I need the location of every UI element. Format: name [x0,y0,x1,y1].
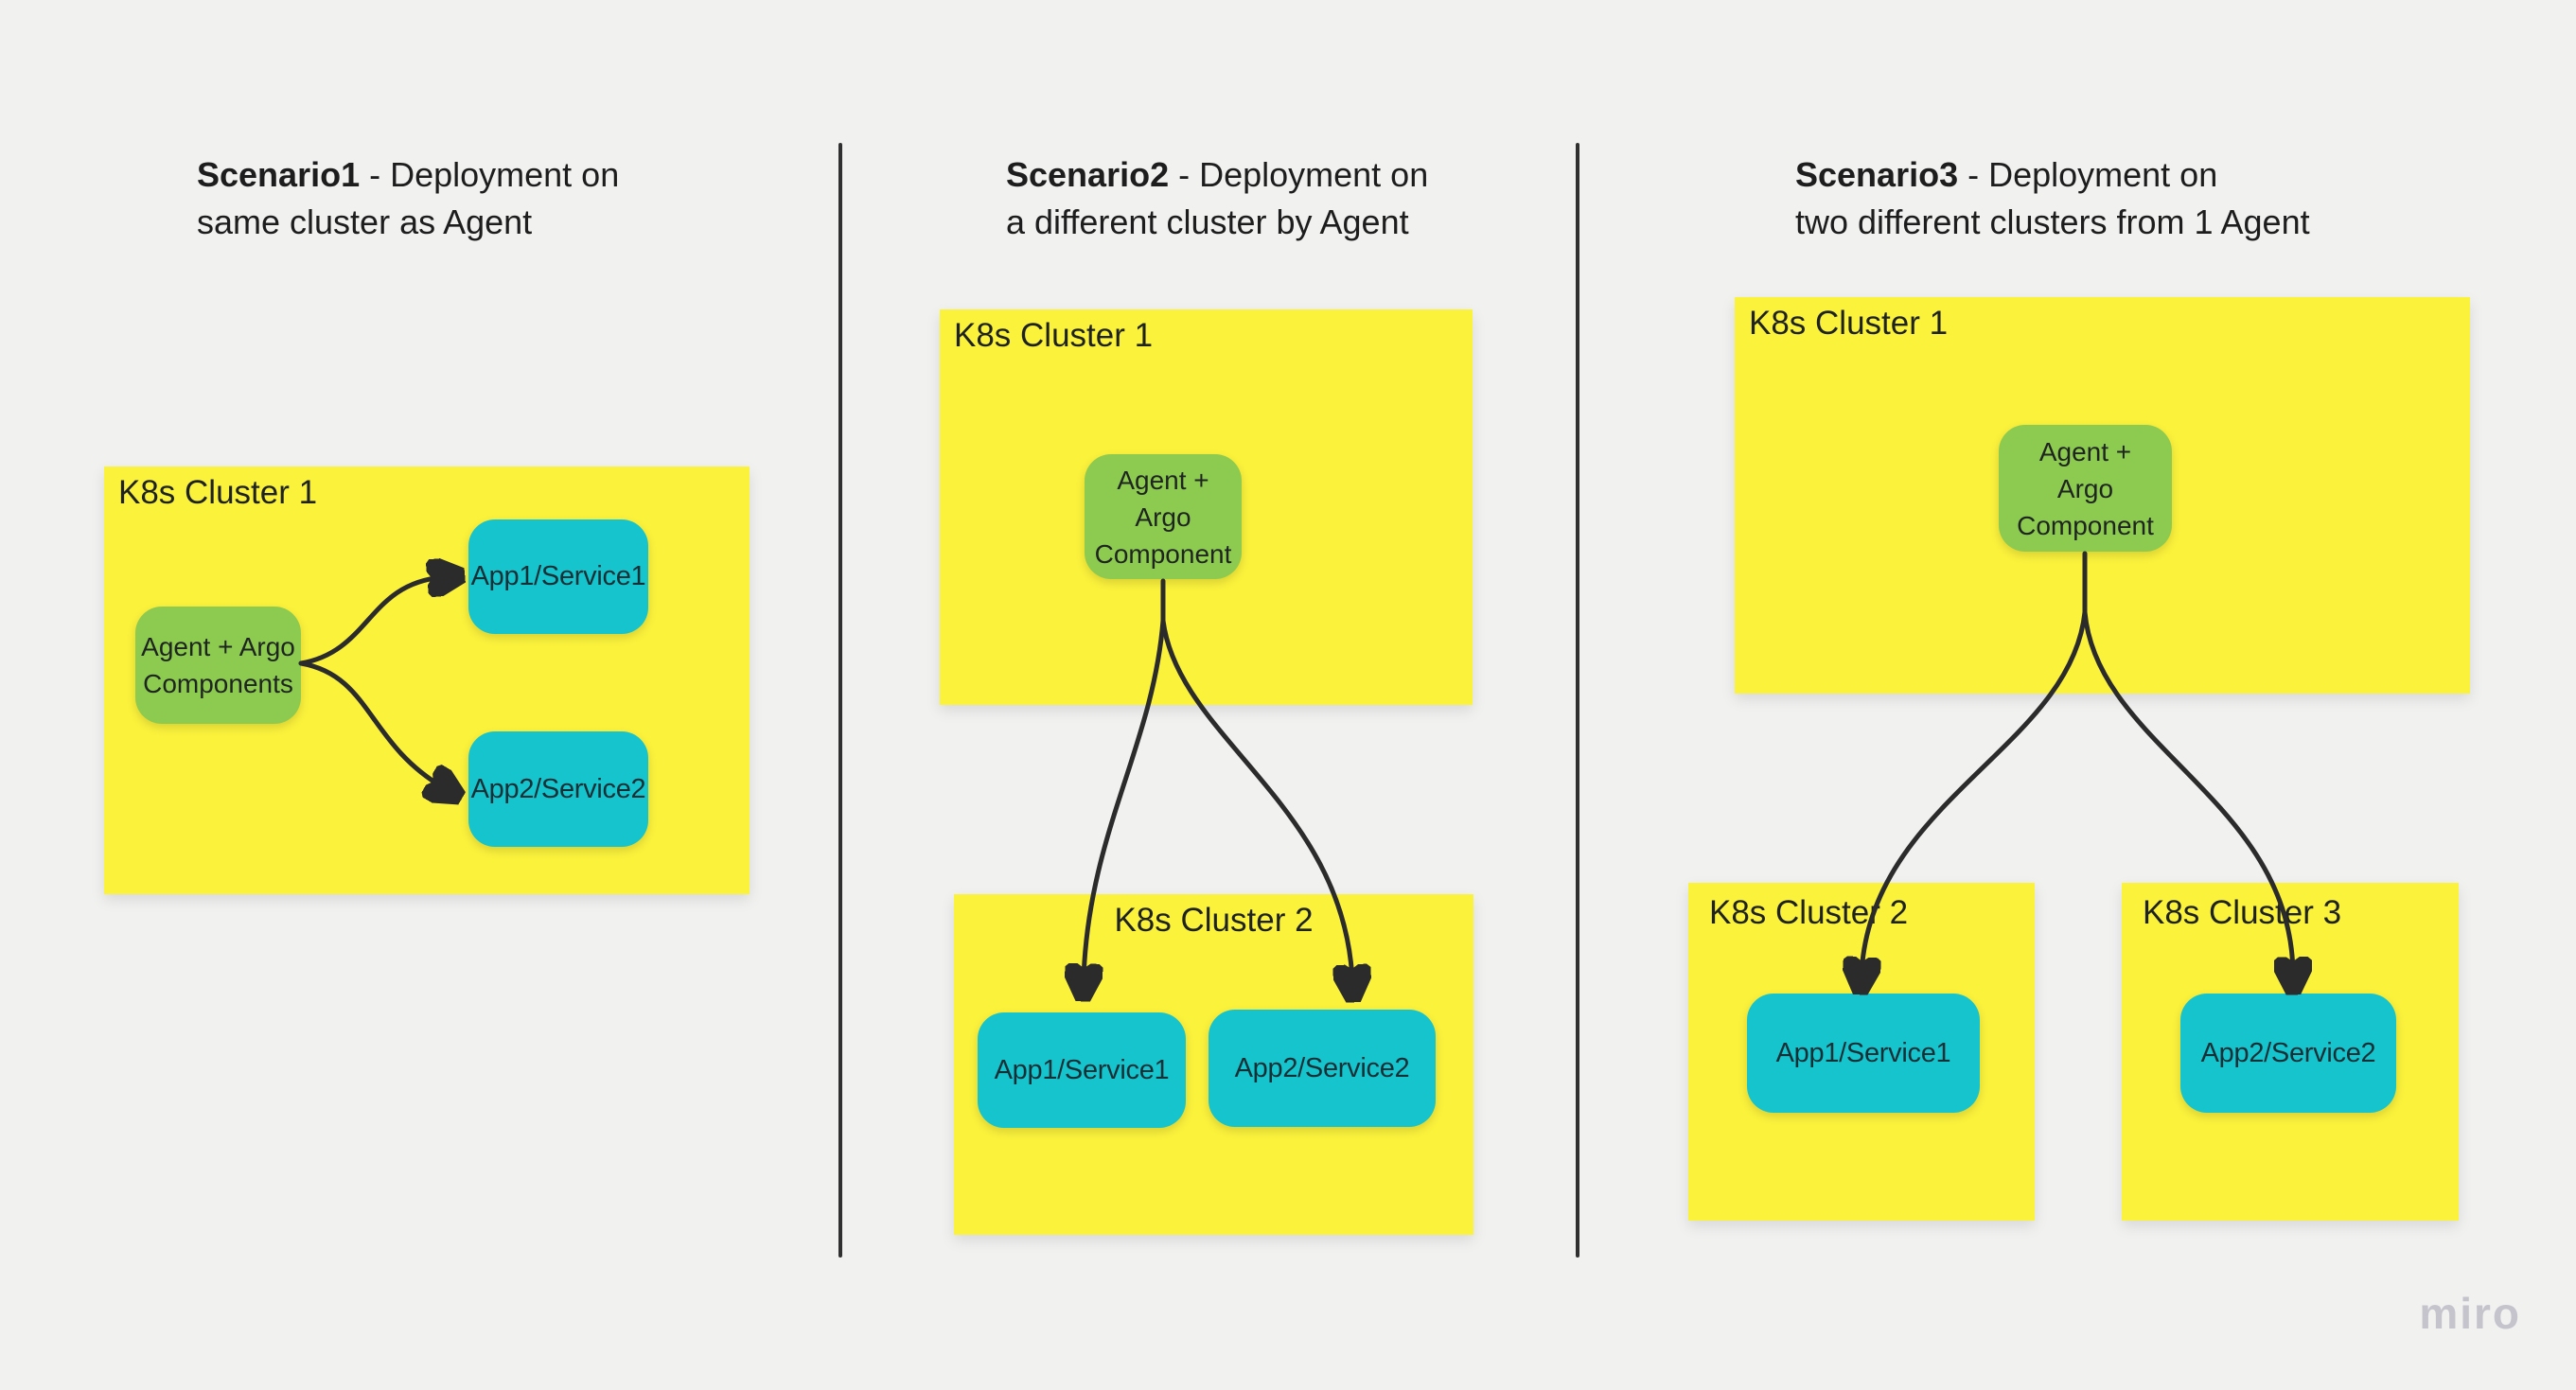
scenario2-cluster2-label: K8s Cluster 2 [1114,902,1314,939]
scenario3-title-line1: Scenario3 - Deployment on [1795,151,2310,199]
agent-note-line: Argo [1135,501,1191,532]
scenario3-title-rest: - Deployment on [1958,155,2218,194]
agent-note-line: Components [143,669,293,698]
agent-note-line: Agent + Argo [141,632,295,661]
app-note-label: App2/Service2 [2200,1037,2376,1068]
scenario2-cluster1-label: K8s Cluster 1 [954,317,1154,354]
agent-note-line: Argo [2056,473,2114,503]
app-note-label: App1/Service1 [994,1054,1170,1085]
scenario3-cluster1-label: K8s Cluster 1 [1749,305,1949,342]
scenario1-title-line2: same cluster as Agent [197,202,533,241]
scenario1-title-bold: Scenario1 [197,155,361,194]
agent-note-line: Component [2017,510,2154,540]
scenario3-agent-note[interactable]: Agent + Argo Component [1999,425,2172,552]
scenario1-app2-note[interactable]: App2/Service2 [468,731,648,847]
app-note-label: App2/Service2 [1234,1052,1410,1083]
agent-note-line: Component [1094,538,1232,569]
scenario3-title[interactable]: Scenario3 - Deployment on two different … [1795,151,2310,246]
scenario2-app1-note[interactable]: App1/Service1 [978,1012,1186,1128]
scenario1-title-rest: - Deployment on [360,155,620,194]
scenario2-agent-note[interactable]: Agent + Argo Component [1085,454,1242,579]
scenario2-title[interactable]: Scenario2 - Deployment on a different cl… [1006,151,1428,246]
scenario2-title-line1: Scenario2 - Deployment on [1006,151,1428,199]
scenario1-cluster1-label: K8s Cluster 1 [118,474,318,511]
scenario1-app1-note[interactable]: App1/Service1 [468,519,648,634]
app-note-label: App1/Service1 [470,561,646,591]
scenario3-title-line2: two different clusters from 1 Agent [1795,202,2310,241]
scenario3-title-bold: Scenario3 [1795,155,1959,194]
app-note-label: App2/Service2 [470,773,646,804]
scenario1-agent-note[interactable]: Agent + Argo Components [135,607,301,724]
scenario2-title-rest: - Deployment on [1169,155,1429,194]
scenario1-title[interactable]: Scenario1 - Deployment on same cluster a… [197,151,619,246]
agent-note-line: Agent + [1117,465,1209,495]
scenario2-app2-note[interactable]: App2/Service2 [1209,1010,1436,1127]
scenario2-title-bold: Scenario2 [1006,155,1170,194]
scenario3-app2-note[interactable]: App2/Service2 [2180,994,2396,1113]
scenario1-title-line1: Scenario1 - Deployment on [197,151,619,199]
app-note-label: App1/Service1 [1775,1037,1951,1068]
agent-note-line: Agent + [2038,436,2132,466]
scenario3-cluster2-label: K8s Cluster 2 [1709,894,1909,931]
miro-watermark: miro [2419,1289,2521,1338]
scenario3-app1-note[interactable]: App1/Service1 [1747,994,1980,1113]
scenario2-title-line2: a different cluster by Agent [1006,202,1409,241]
scenario3-cluster3-label: K8s Cluster 3 [2143,894,2342,931]
